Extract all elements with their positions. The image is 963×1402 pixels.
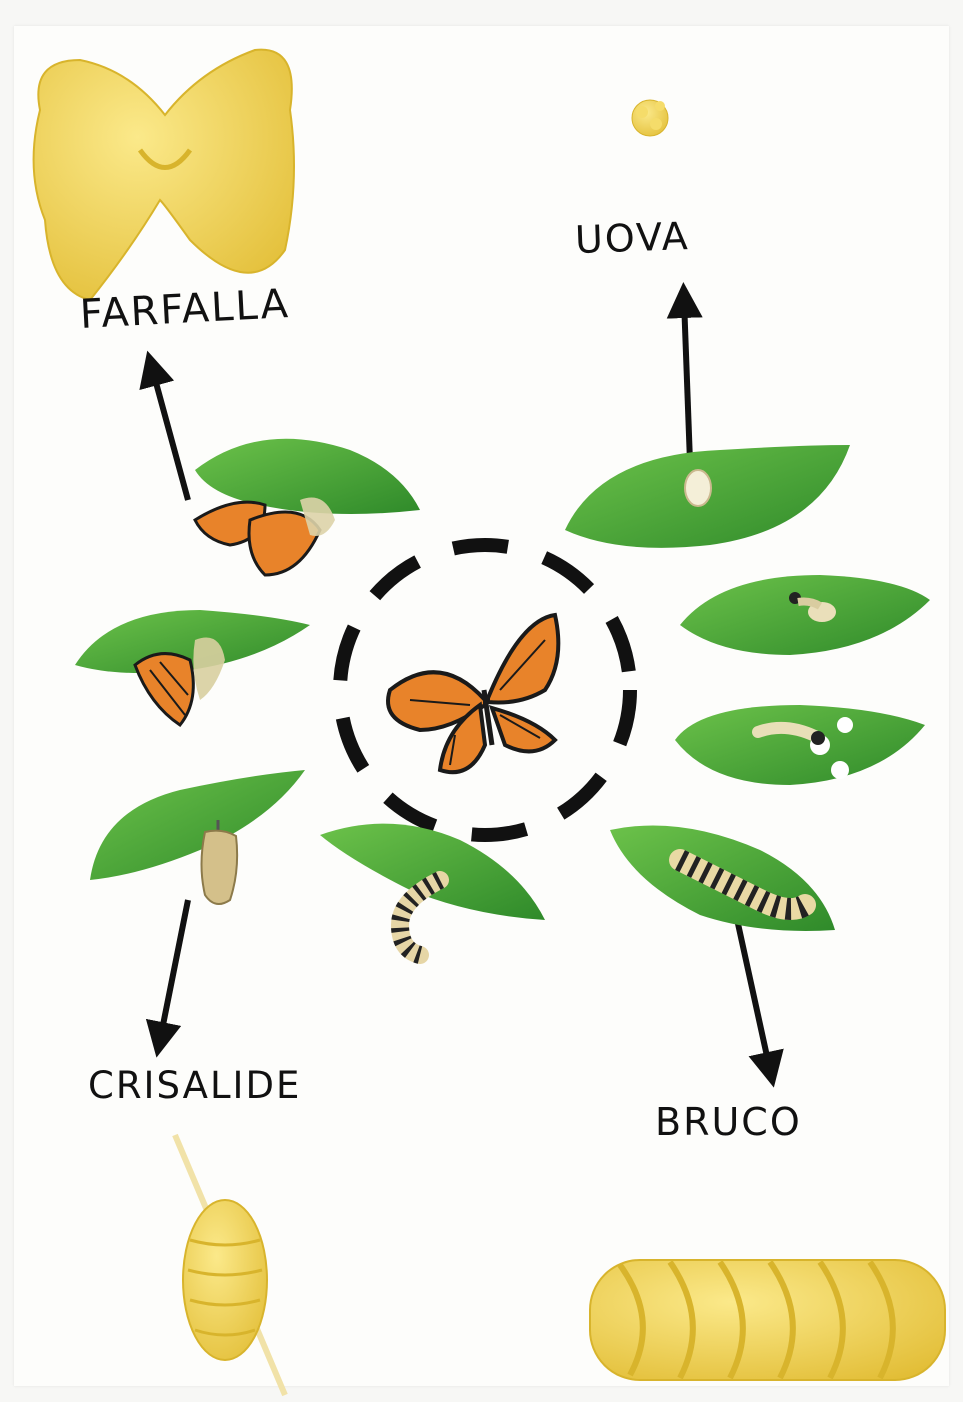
leaf-newborn-larva [680, 575, 930, 655]
leaf-small-caterpillar [675, 705, 925, 785]
farfalle-pasta [34, 50, 294, 300]
hanging-caterpillar [400, 880, 440, 955]
fusilli-pasta [590, 1260, 945, 1380]
egg [685, 470, 711, 506]
arrow-to-bruco [735, 910, 770, 1070]
arrow-to-crisalide [160, 900, 188, 1040]
label-bruco: BRUCO [655, 1100, 802, 1144]
center-butterfly [388, 615, 558, 772]
arrow-to-uova [684, 300, 690, 462]
butterfly-emerging [195, 498, 335, 576]
arrow-to-farfalla [152, 368, 188, 500]
chrysalis-pasta [175, 1135, 285, 1395]
label-crisalide: CRISALIDE [88, 1064, 301, 1107]
leaf-chrysalis [90, 770, 305, 880]
label-uova: UOVA [574, 214, 690, 262]
egg-pasta [632, 100, 668, 136]
leaf-closed-wings [75, 610, 310, 673]
